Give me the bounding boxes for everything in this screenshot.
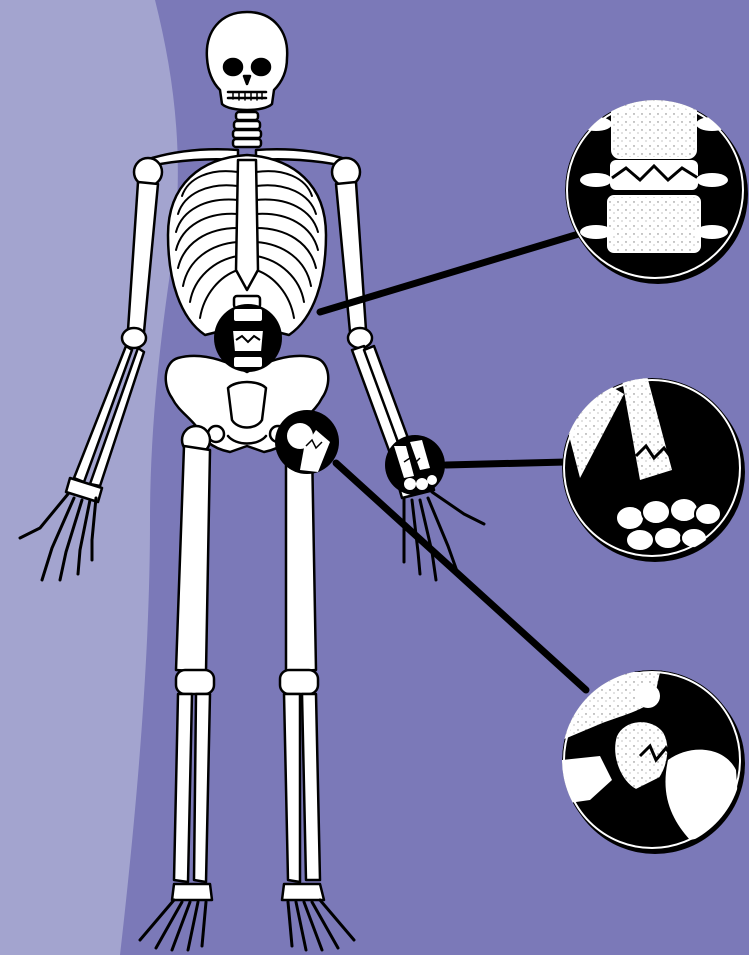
wrist-connector-line xyxy=(446,462,566,465)
cervical-spine xyxy=(233,112,261,147)
wrist-fracture-site xyxy=(385,435,445,495)
spine-fracture-site xyxy=(214,304,282,372)
hip-fracture-icon xyxy=(562,670,742,850)
hip-fracture-site xyxy=(275,410,339,474)
sternum xyxy=(236,160,258,290)
